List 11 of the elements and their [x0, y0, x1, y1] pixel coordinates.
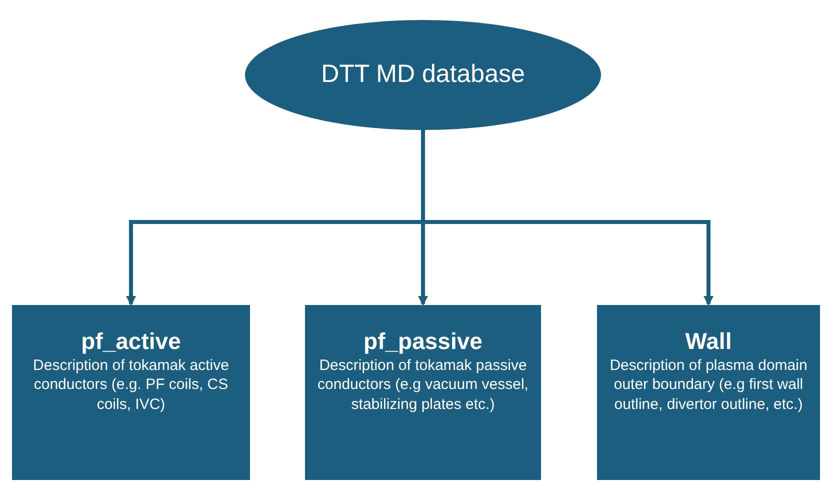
box-description: Description of plasma domain outer boundary (e.g first wall outline, divertor outline, etc.)	[608, 356, 808, 414]
box-description: Description of tokamak passive conductors (e.g vacuum vessel, stabilizing plates etc.)	[316, 356, 530, 414]
arrow	[421, 130, 714, 306]
category-box	[12, 305, 250, 480]
category-box	[597, 305, 820, 480]
root-title: DTT MD database	[321, 59, 525, 90]
box-heading: pf_passive	[364, 327, 482, 356]
category-box	[305, 305, 541, 480]
box-heading: Wall	[685, 327, 732, 356]
box-description: Description of tokamak active conductors (e.g. PF coils, CS coils, IVC)	[32, 356, 230, 414]
box-heading: pf_active	[81, 327, 181, 356]
